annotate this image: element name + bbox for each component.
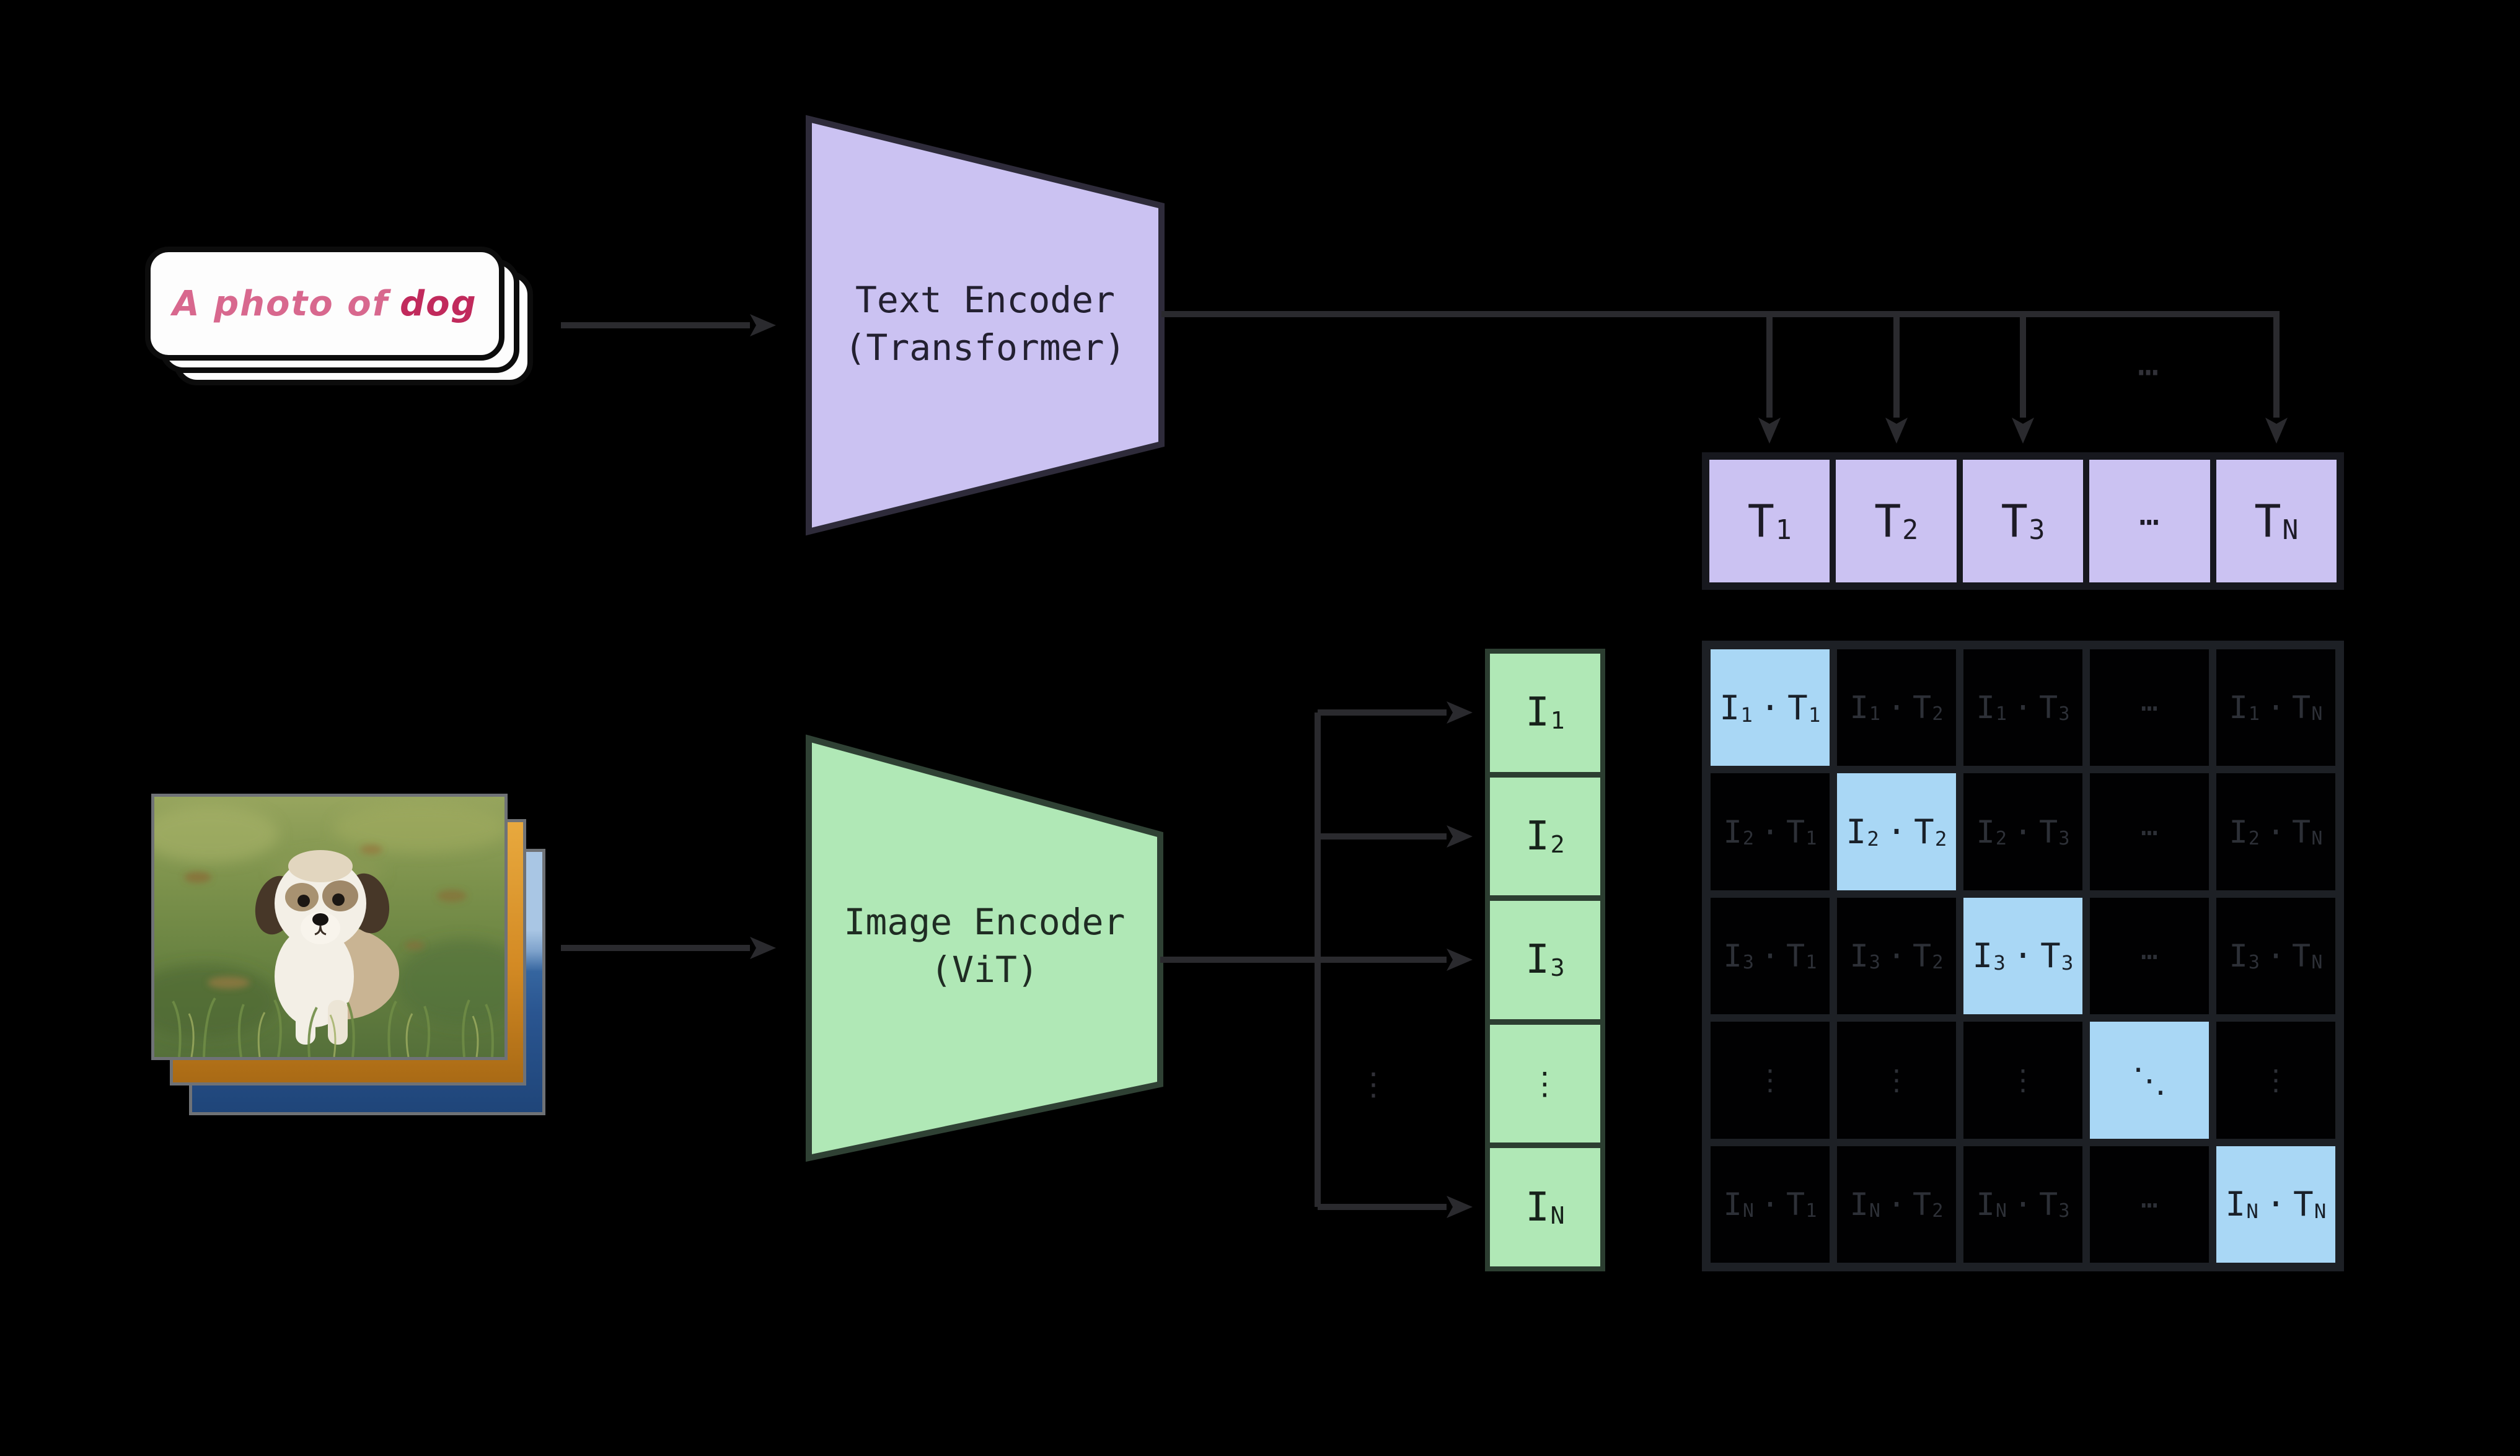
image-encoder-label-line1: Image Encoder [844, 901, 1126, 944]
ellipsis-left-of-image-embeddings: ⋮ [1358, 1066, 1389, 1102]
matrix-cell-ellipsis: ⋯ [2090, 1146, 2209, 1263]
ellipsis-above-text-embeddings: ⋯ [2138, 351, 2161, 392]
matrix-cell-vdots: ⋮ [1963, 1022, 2082, 1139]
matrix-cell-vdots: ⋮ [1711, 1022, 1830, 1139]
foreground-grass-light [188, 1012, 479, 1057]
matrix-cell-ellipsis: ⋯ [2090, 773, 2209, 890]
image-encoder-label: Image Encoder (ViT) [809, 887, 1160, 1005]
fallen-leaves [184, 844, 467, 989]
prompt-text: A photo of dog [172, 284, 477, 324]
prompt-highlight: dog [400, 283, 477, 324]
text-embedding-cell-ellipsis: ⋯ [2089, 460, 2210, 582]
text-encoder-label: Text Encoder (Transformer) [809, 265, 1161, 383]
image-encoder-label-line2: (ViT) [930, 949, 1039, 991]
text-encoder-label-line1: Text Encoder [855, 279, 1116, 322]
image-embedding-cell-ellipsis: ⋮ [1490, 1024, 1600, 1143]
text-encoder-shape [806, 115, 1165, 536]
arrow-lines [561, 311, 2288, 1218]
matrix-cell-vdots: ⋮ [2216, 1022, 2335, 1139]
text-encoder-output-line [1161, 311, 2288, 444]
matrix-cell-ellipsis: ⋯ [2090, 649, 2209, 766]
foreground-grass [172, 997, 494, 1057]
puppy-photo [151, 794, 508, 1060]
puppy [255, 850, 399, 1045]
text-encoder-label-line2: (Transformer) [844, 327, 1126, 369]
matrix-cell-diagonal-ddots: ⋱ [2090, 1022, 2209, 1139]
matrix-cell-ellipsis: ⋯ [2090, 897, 2209, 1015]
image-encoder-shape [806, 734, 1163, 1162]
matrix-cell-vdots: ⋮ [1837, 1022, 1956, 1139]
puppy-illustration [154, 797, 504, 1057]
prompt-prefix: A photo of [172, 283, 389, 324]
prompt-card: A photo of dog [145, 247, 504, 361]
